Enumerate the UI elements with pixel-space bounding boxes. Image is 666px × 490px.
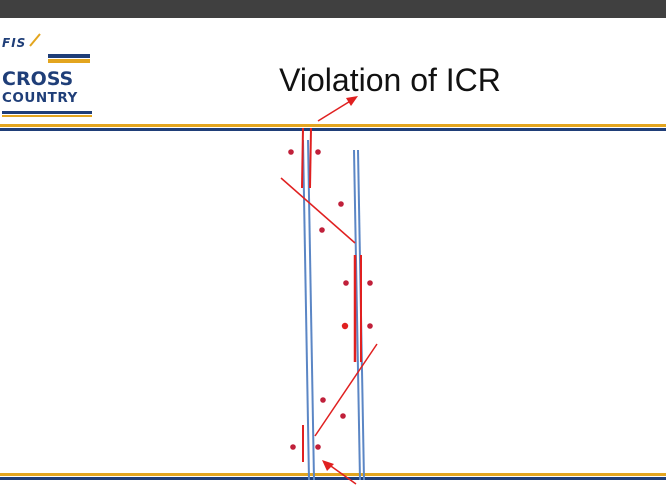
fis-cross-country-logo: FIS CROSS COUNTRY [0, 30, 100, 120]
start-arrow-icon [317, 96, 358, 122]
top-bar [0, 0, 666, 18]
fis-logo-icon [29, 33, 90, 63]
finish-arrow-icon [322, 460, 357, 485]
course-dots [288, 149, 373, 450]
logo-line-country: COUNTRY [2, 90, 78, 106]
top-stripe [0, 124, 666, 131]
logo-fis-text: FIS [2, 36, 27, 50]
slide-title: Violation of ICR [279, 62, 501, 98]
skier-path [280, 177, 378, 437]
bottom-stripe [0, 473, 666, 480]
track-left [302, 139, 315, 481]
red-markers [301, 127, 362, 462]
logo-line-cross: CROSS [2, 68, 74, 90]
logo-underline [2, 111, 92, 117]
